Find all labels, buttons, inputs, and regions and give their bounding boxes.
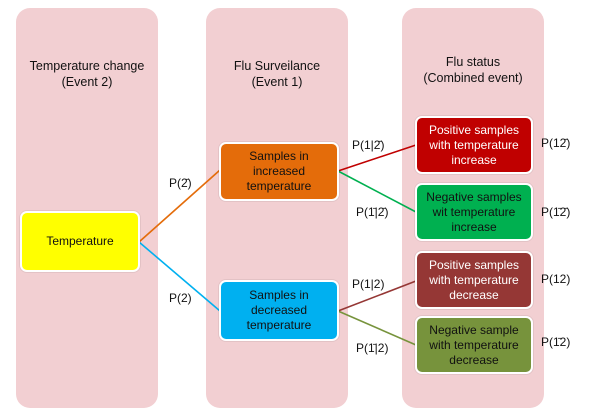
edge-increased-to-neg: [337, 170, 417, 213]
node-line: Positive samples: [428, 257, 520, 272]
column-title: Flu status (Combined event): [402, 54, 544, 86]
node-line: with temperature: [429, 337, 519, 352]
prob-joint-neg-dec: P(1̄2): [541, 335, 571, 349]
prob-decreased: P(2): [169, 291, 192, 305]
prob-joint-pos-inc: P(12̄): [541, 136, 571, 150]
node-line: decrease: [449, 287, 499, 302]
node-negative-increase: Negative samples wit temperature increas…: [415, 183, 533, 241]
node-line: Negative sample: [429, 322, 519, 337]
node-decreased-temperature: Samples in decreased temperature: [219, 280, 339, 341]
node-negative-decrease: Negative sample with temperature decreas…: [415, 316, 533, 374]
prob-joint-neg-inc: P(1̄2̄): [541, 205, 571, 219]
column-title-line1: Flu status: [445, 55, 501, 69]
node-line: decrease: [449, 352, 499, 367]
node-line: with temperature: [429, 272, 519, 287]
node-positive-increase: Positive samples with temperature increa…: [415, 116, 533, 174]
node-line: with temperature: [429, 137, 519, 152]
column-event1: Flu Surveilance (Event 1): [206, 8, 348, 408]
node-positive-decrease: Positive samples with temperature decrea…: [415, 251, 533, 309]
column-title-line1: Temperature change: [29, 59, 145, 73]
edge-root-to-decreased: [138, 241, 221, 312]
node-increased-temperature: Samples in increased temperature: [219, 142, 339, 201]
prob-increased: P(2̄): [169, 176, 192, 190]
edge-decreased-to-pos: [337, 280, 417, 312]
prob-cond-pos-inc: P(1|2̄): [352, 138, 385, 152]
column-title: Temperature change (Event 2): [16, 58, 158, 90]
column-title: Flu Surveilance (Event 1): [206, 58, 348, 90]
node-line: increase: [451, 219, 497, 234]
edge-decreased-to-neg: [337, 310, 417, 346]
node-line: Positive samples: [428, 122, 520, 137]
prob-cond-neg-dec: P(1̄|2): [356, 341, 389, 355]
node-temperature-label: Temperature: [46, 234, 114, 248]
node-line: temperature: [246, 179, 312, 193]
column-title-line2: (Event 2): [61, 75, 113, 89]
node-line: increase: [451, 152, 497, 167]
node-line: temperature: [246, 318, 312, 332]
node-temperature: Temperature: [20, 211, 140, 272]
node-line: Samples in: [249, 149, 309, 163]
node-line: decreased: [250, 303, 308, 317]
column-title-line2: (Event 1): [251, 75, 303, 89]
column-title-line2: (Combined event): [423, 71, 523, 85]
prob-cond-neg-inc: P(1̄|2̄): [356, 205, 389, 219]
prob-joint-pos-dec: P(12): [541, 272, 571, 286]
node-line: wit temperature: [432, 204, 516, 219]
node-line: Samples in: [249, 288, 309, 302]
prob-cond-pos-dec: P(1|2): [352, 277, 385, 291]
column-title-line1: Flu Surveilance: [233, 59, 321, 73]
node-line: increased: [252, 164, 305, 178]
edge-root-to-increased: [138, 169, 221, 243]
edge-increased-to-pos: [337, 144, 417, 172]
node-line: Negative samples: [426, 189, 522, 204]
column-event2: Temperature change (Event 2): [16, 8, 158, 408]
